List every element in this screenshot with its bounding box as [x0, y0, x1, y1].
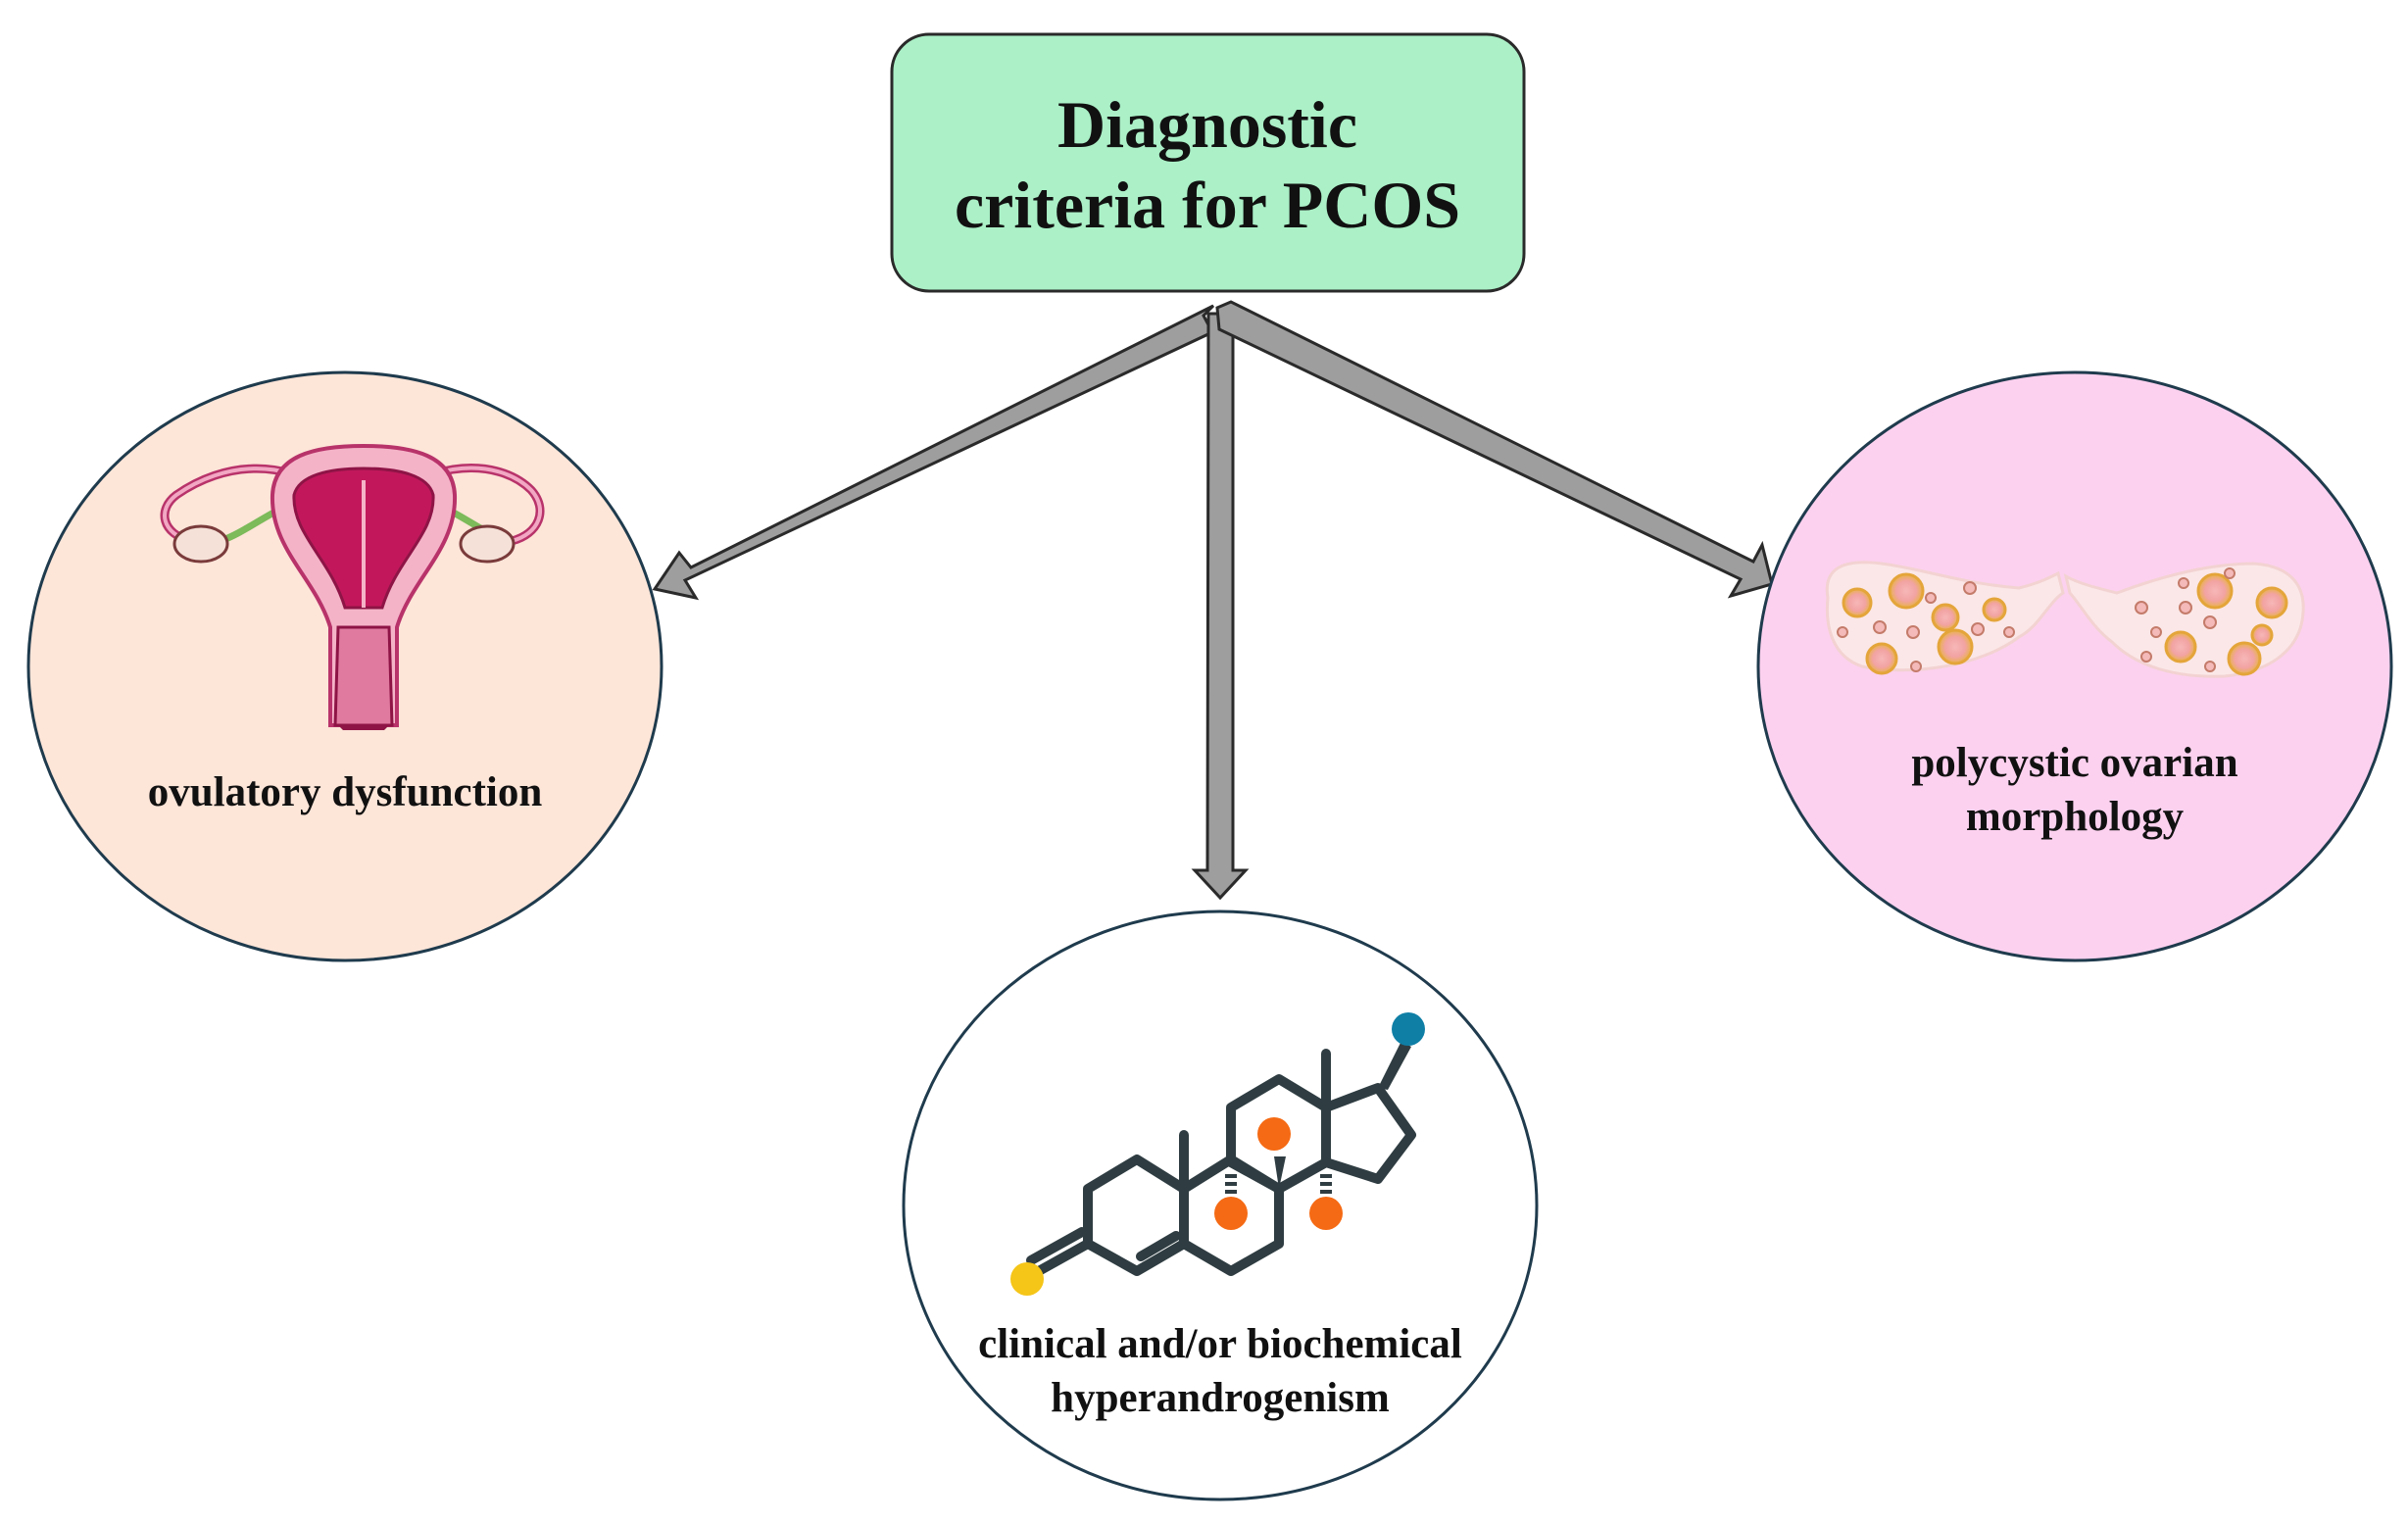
ovulatory-label: ovulatory dysfunction: [148, 769, 543, 815]
title-line-2: criteria for PCOS: [955, 168, 1460, 242]
morphology-circle: [1756, 370, 2393, 962]
arrow-left: [652, 304, 1215, 601]
title-box-background: [890, 32, 1526, 293]
hyperandrogenism-label-line-1: clinical and/or biochemical: [978, 1321, 1462, 1367]
polycystic-ovaries-icon: [1825, 561, 2305, 678]
hyperandrogenism-node: clinical and/or biochemical hyperandroge…: [902, 909, 1539, 1501]
ovulatory-dysfunction-node: ovulatory dysfunction: [26, 370, 663, 962]
morphology-label-line-2: morphology: [1966, 794, 2185, 840]
arrow-right: [1215, 300, 1774, 599]
title-box: Diagnostic criteria for PCOS: [890, 32, 1526, 293]
hyperandrogenism-label-line-2: hyperandrogenism: [1051, 1375, 1390, 1421]
steroid-molecule-icon: [1010, 1012, 1425, 1296]
morphology-label-line-1: polycystic ovarian: [1911, 740, 2237, 786]
polycystic-ovarian-morphology-node: polycystic ovarian morphology: [1756, 370, 2393, 962]
arrow-down: [1191, 312, 1250, 901]
uterus-icon: [160, 443, 545, 730]
title-line-1: Diagnostic: [1057, 87, 1357, 162]
arrows: [652, 300, 1774, 901]
